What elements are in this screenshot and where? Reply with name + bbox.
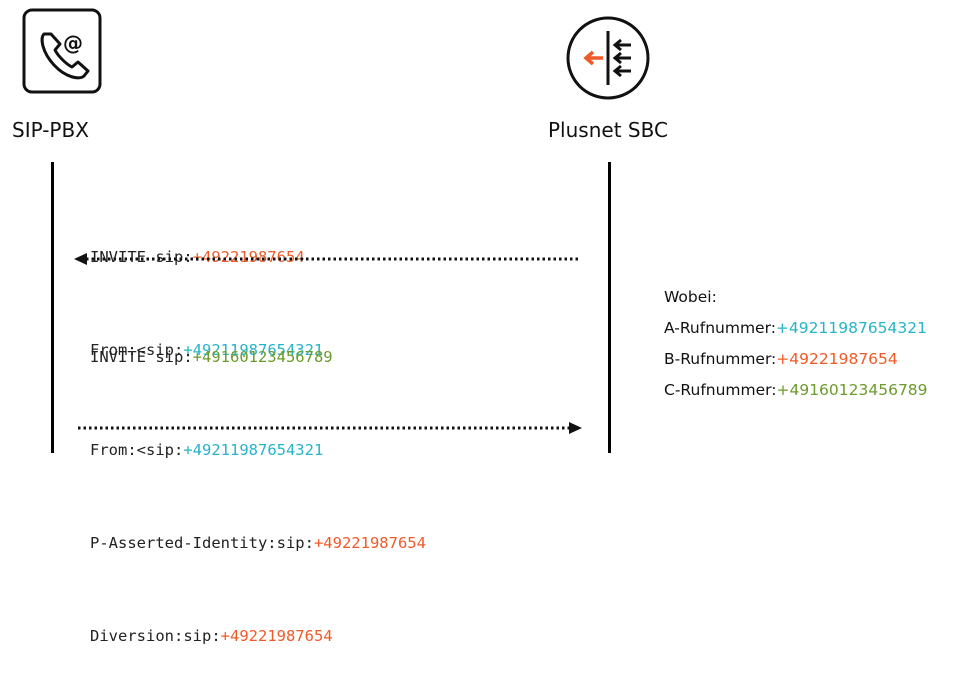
legend-b-value: +49221987654 — [776, 350, 898, 368]
message-2-text: INVITE sip:+49160123456789 From:<sip:+49… — [90, 280, 426, 683]
legend-c-number: C-Rufnummer:+49160123456789 — [664, 375, 928, 406]
message-1-line-2: From:<sip:+49211987654321 — [90, 335, 323, 366]
message-2-line-1: INVITE sip:+49160123456789 — [90, 342, 426, 373]
message-2-line-2-prefix: From:<sip: — [90, 441, 184, 459]
message-2-line-3: P-Asserted-Identity:sip:+49221987654 — [90, 528, 426, 559]
legend-c-label: C-Rufnummer: — [664, 381, 777, 399]
legend-a-value: +49211987654321 — [775, 319, 927, 337]
message-2-line-4-prefix: Diversion:sip: — [90, 627, 221, 645]
svg-text:@: @ — [63, 31, 83, 55]
message-1-line-2-prefix: From:<sip: — [90, 341, 184, 359]
message-1-line-1-value: +49221987654 — [192, 248, 305, 266]
message-1-arrow-left — [74, 251, 584, 270]
legend-a-label: A-Rufnummer: — [664, 319, 776, 337]
sbc-arrows-icon — [565, 15, 651, 105]
legend-title: Wobei: — [664, 288, 717, 306]
message-2-line-3-prefix: P-Asserted-Identity:sip: — [90, 534, 314, 552]
message-1-line-1: INVITE sip:+49221987654 — [90, 242, 323, 273]
message-2-line-1-value: +49160123456789 — [192, 348, 333, 366]
plusnet-sbc-label: Plusnet SBC — [548, 118, 668, 142]
sip-pbx-phone-at-icon: @ — [22, 8, 102, 98]
message-1-text: INVITE sip:+49221987654 From:<sip:+49211… — [90, 180, 323, 397]
message-2-line-3-value: +49221987654 — [313, 534, 426, 552]
message-2-line-4-value: +49221987654 — [220, 627, 333, 645]
sip-pbx-lifeline — [51, 162, 54, 453]
legend-c-value: +49160123456789 — [776, 381, 928, 399]
legend-a-number: A-Rufnummer:+49211987654321 — [664, 313, 928, 344]
plusnet-sbc-lifeline — [608, 162, 611, 453]
message-2-line-2-value: +49211987654321 — [183, 441, 324, 459]
message-1-line-2-value: +49211987654321 — [183, 341, 324, 359]
sip-pbx-label: SIP-PBX — [12, 118, 89, 142]
message-2-line-1-prefix: INVITE sip: — [90, 348, 193, 366]
legend-b-number: B-Rufnummer:+49221987654 — [664, 344, 928, 375]
message-1-line-1-prefix: INVITE sip: — [90, 248, 193, 266]
message-2-line-2: From:<sip:+49211987654321 — [90, 435, 426, 466]
message-2-line-4: Diversion:sip:+49221987654 — [90, 621, 426, 652]
legend-b-label: B-Rufnummer: — [664, 350, 777, 368]
message-2-arrow-right — [74, 420, 584, 439]
number-legend: Wobei: A-Rufnummer:+49211987654321 B-Ruf… — [664, 282, 928, 406]
